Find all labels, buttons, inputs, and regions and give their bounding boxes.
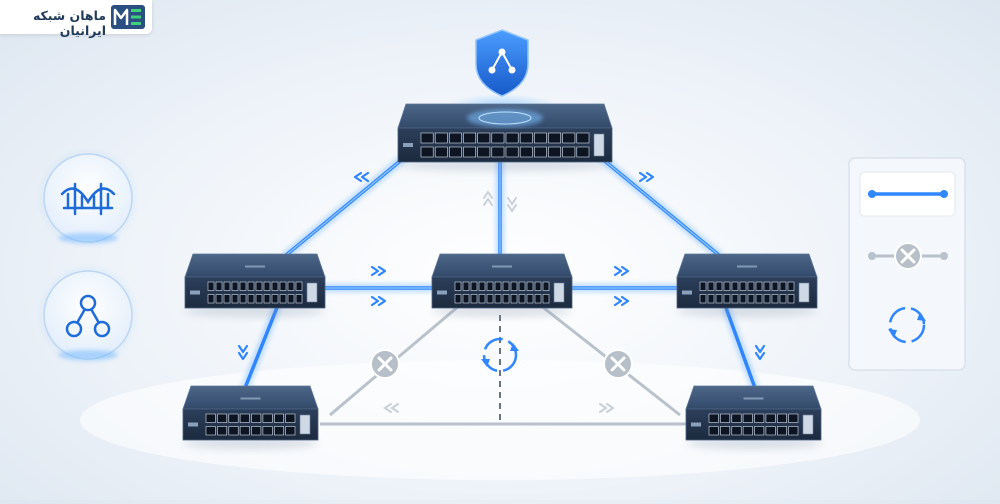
bridge-circle [36, 146, 140, 250]
root-switch [397, 103, 613, 171]
brand-mark-icon [111, 5, 145, 29]
mid-right-switch [676, 253, 818, 317]
blocked-link-icon [868, 242, 948, 270]
legend-item-loop [888, 306, 926, 344]
chevron-left-upper-icon [353, 171, 370, 183]
redundancy-loop-icon [888, 306, 926, 344]
brand-name: ماهان شبکه ایرانیان [32, 8, 106, 38]
chevron-mid-left-lower-icon [370, 295, 387, 307]
faded-chevrons [383, 190, 615, 413]
mid-center-switch [431, 253, 573, 317]
chevron-mid-right-icon [613, 265, 630, 277]
direction-chevrons [237, 171, 766, 361]
legend-item-blocked [868, 242, 948, 270]
blocked-port-left-icon [370, 349, 400, 379]
brand-logo: ماهان شبکه ایرانیان [0, 0, 152, 38]
chevron-down-right-icon [754, 344, 766, 361]
bridge-icon [60, 182, 116, 216]
right-legend-panel [848, 157, 966, 371]
bottom-left-switch [182, 385, 319, 449]
chevron-mid-left-icon [370, 265, 387, 277]
mid-left-switch [184, 253, 326, 317]
chevron-right-upper-icon [638, 171, 655, 183]
link-mid-left-to-bottom-left [243, 303, 280, 390]
active-links [240, 153, 760, 390]
active-link-icon [868, 190, 948, 198]
redundancy-loop-center-icon [481, 337, 519, 373]
blocked-port-right-icon [603, 349, 633, 379]
topology-circle [36, 263, 140, 367]
link-mid-right-to-bottom-right [723, 303, 757, 390]
chevron-down-left-icon [237, 344, 249, 361]
bottom-right-switch [685, 385, 822, 449]
left-feature-panel [36, 146, 140, 367]
chevron-mid-right-lower-icon [613, 295, 630, 307]
tree-topology-icon [65, 294, 111, 338]
legend-item-active [859, 171, 956, 217]
